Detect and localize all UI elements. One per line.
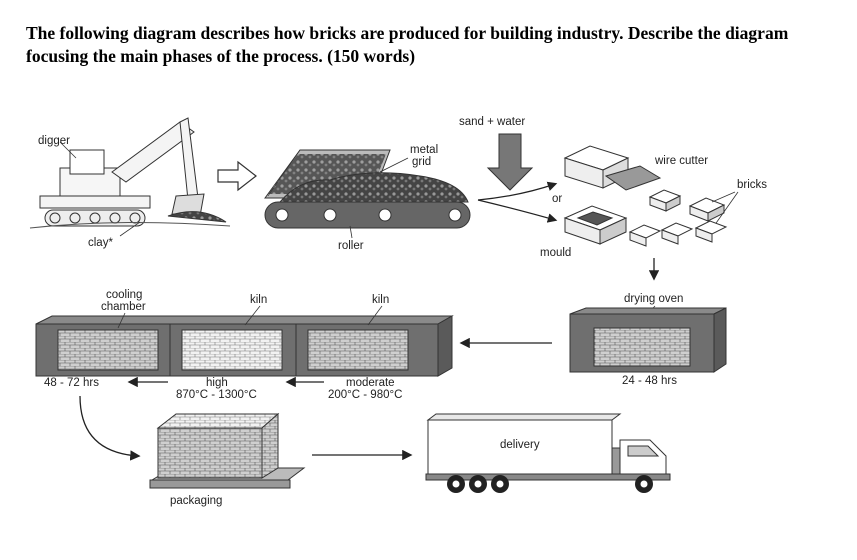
roller-label: roller [338,240,364,252]
grid-label: grid [412,156,431,168]
delivery-truck-illustration [425,413,671,493]
packaging-label: packaging [170,495,222,507]
digger-illustration [29,117,231,229]
cooling-label-line1: cooling [106,289,142,301]
sand-water-label: sand + water [459,116,525,128]
mould-label: mould [540,247,571,259]
cooling-time-label: 48 - 72 hrs [44,377,99,389]
sand-water-arrow-icon [486,133,534,191]
kiln-moderate-label: kiln [372,294,389,306]
question-prompt: The following diagram describes how bric… [26,23,789,66]
outline-arrow-icon [217,160,257,192]
moderate-temp-label: 200°C - 980°C [328,389,402,401]
high-label: high [206,377,228,389]
kiln-high-label: kiln [250,294,267,306]
drying-oven-label: drying oven [624,293,683,305]
bricks-label: bricks [737,179,767,191]
or-label: or [552,193,562,205]
delivery-label: delivery [500,439,540,451]
metal-label: metal [410,144,438,156]
packaging-illustration [149,412,306,489]
kiln-structure [35,315,454,377]
moderate-label: moderate [346,377,395,389]
drying-oven-illustration [569,307,727,373]
clay-label: clay* [88,237,113,249]
arrow-to-packaging [79,395,141,461]
wire-cutter-illustration [563,145,662,191]
wire-cutter-label: wire cutter [654,155,708,167]
split-arrow-upper [477,181,558,201]
metal-grid-conveyor [264,149,471,229]
cooling-label-line2: chamber [101,301,146,313]
split-arrow-lower [477,199,558,223]
drying-time-label: 24 - 48 hrs [622,375,677,387]
digger-label: digger [38,135,70,147]
mould-illustration [563,205,728,247]
bricks-illustration [648,189,726,222]
high-temp-label: 870°C - 1300°C [176,389,257,401]
